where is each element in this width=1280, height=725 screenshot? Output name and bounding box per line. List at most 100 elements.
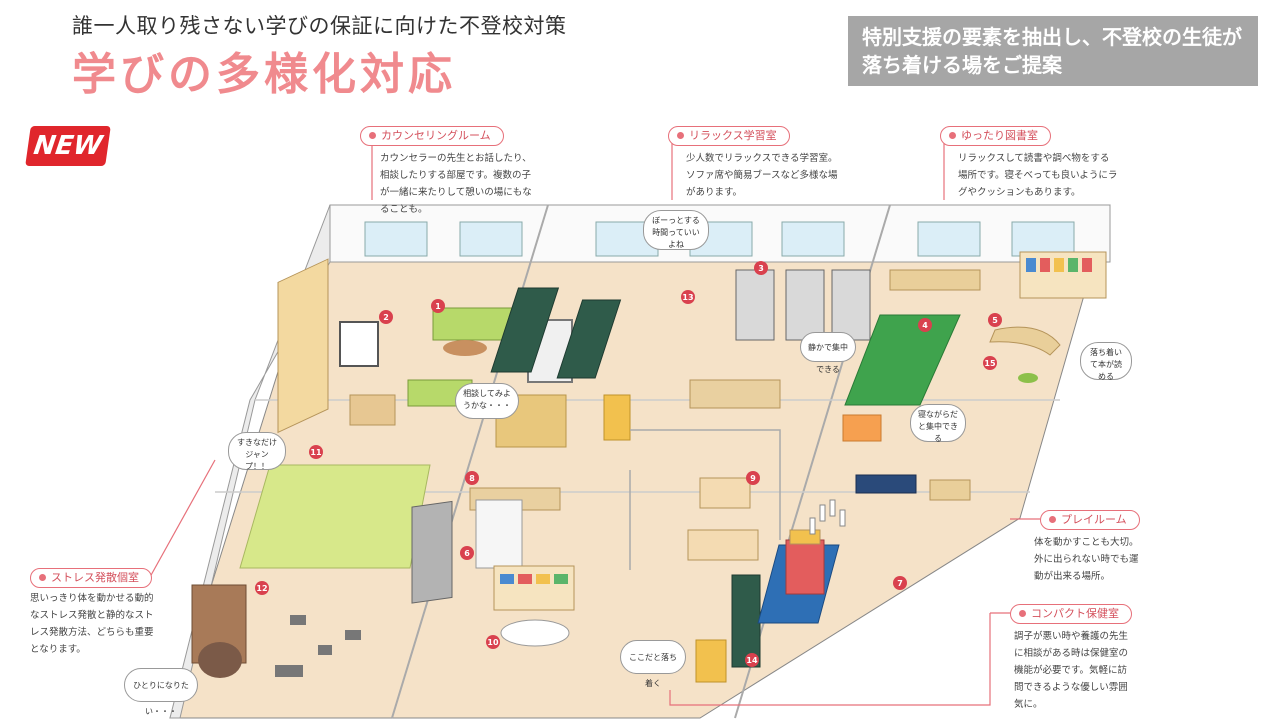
marker-5: 5 [988,313,1002,327]
curved-table [989,326,1061,356]
marker-7: 7 [893,576,907,590]
marker-circle [988,313,1002,327]
marker-number: 10 [487,638,499,647]
marker-14: 14 [745,653,759,667]
marker-circle [379,310,393,324]
bubble-consult: 相談してみようかな・・・ [455,383,519,419]
bed-1 [699,477,751,509]
trampoline-mat [239,464,431,569]
desc-stress-room: 思いっきり体を動かせる動的なストレス発散と静的なストレス発散方法、どちらも重要と… [30,593,154,655]
shelf-books [1026,258,1092,272]
dark-sofa-1 [490,287,560,373]
desk-counseling [349,394,396,426]
marker-circle [918,318,932,332]
marker-number: 13 [682,293,693,302]
desc-play-room: 体を動かすことも大切。外に出られない時でも運動が出来る場所。 [1034,537,1139,582]
chalkboard [731,574,761,668]
bubble-alone: ひとりになりたい・・・ [124,668,198,716]
desc-relax-room: 少人数でリラックスできる学習室。ソファ席や簡易ブースなど多様な場があります。 [686,153,838,198]
marker-number: 12 [256,584,267,593]
library-table [889,269,981,291]
label-library-room: ゆったり図書室 [940,126,1051,146]
marker-4: 4 [918,318,932,332]
marker-15: 15 [983,356,997,370]
bookshelf-left [277,258,329,434]
marker-number: 14 [746,656,758,665]
marker-circle [255,581,269,595]
desc-counseling-room: カウンセラーの先生とお話したり、相談したりする部屋です。複数の子が一緒に来たりし… [380,153,532,215]
cabinet [411,500,453,604]
label-stress-room: ストレス発散個室 [30,568,152,588]
desc-health-room: 調子が悪い時や養護の先生に相談がある時は保健室の機能が必要です。気軽に訪問できる… [1014,631,1129,710]
marker-circle [460,546,474,560]
screen-curtain [475,499,523,569]
marker-number: 6 [464,549,470,558]
marker-number: 7 [897,579,903,588]
whiteboard [339,321,379,367]
sofa-green [432,307,514,341]
label-counseling-room: カウンセリングルーム [360,126,504,146]
mölkky-box [929,479,971,501]
marker-circle [309,445,323,459]
marker-9: 9 [746,471,760,485]
bubble-jump: すきなだけジャンプ！！ [228,432,286,471]
floor-cushion [842,414,882,442]
marker-number: 3 [758,264,764,273]
marker-3: 3 [754,261,768,275]
bed-curtain [629,429,781,570]
stool-green [1018,373,1038,383]
label-play-room: プレイルーム [1040,510,1140,530]
marker-circle [746,471,760,485]
marker-number: 15 [984,359,996,368]
marker-circle [465,471,479,485]
marker-1: 1 [431,299,445,313]
floor-tiles [275,615,361,677]
marker-number: 5 [992,316,998,325]
marker-number: 11 [310,448,322,457]
marker-circle [486,635,500,649]
marker-circle [745,653,759,667]
marker-number: 9 [750,474,756,483]
marker-circle [893,576,907,590]
bubble-relax: ぼーっとする時間っていいよね [643,210,709,250]
windows [364,221,1075,257]
marker-10: 10 [486,635,500,649]
bubble-calm: ここだと落ち着く [620,640,686,688]
toy-rack [785,539,825,595]
marker-8: 8 [465,471,479,485]
dark-sofa-2 [556,299,622,379]
marker-13: 13 [681,290,695,304]
label-health-room: コンパクト保健室 [1010,604,1132,624]
study-booths [735,269,871,341]
bowling-pins [809,499,846,535]
marker-circle [983,356,997,370]
bubble-lying-down: 寝ながらだと集中できる [910,404,966,443]
marker-number: 2 [383,313,389,322]
round-table-health [500,619,570,647]
sitting-chair [695,639,727,683]
proposal-box: 特別支援の要素を抽出し、不登校の生徒が落ち着ける場をご提案 [848,16,1258,86]
marker-circle [681,290,695,304]
chair-yellow [603,394,631,441]
marker-number: 4 [922,321,928,330]
round-table [443,340,487,356]
desc-library-room: リラックスして読書や調べ物をする場所です。寝そべっても良いようにラグやクッション… [958,153,1118,198]
marker-12: 12 [255,581,269,595]
toy-bins [500,574,568,584]
score-board [855,474,917,494]
bed-2 [687,529,759,561]
study-desk [689,379,781,409]
marker-circle [431,299,445,313]
toy-shelf [493,565,575,611]
callout-lines [149,138,1040,706]
bubble-reading: 落ち着いて本が読める [1080,342,1132,381]
page-subtitle: 誰一人取り残さない学びの保証に向けた不登校対策 [72,14,567,38]
marker-2: 2 [379,310,393,324]
marker-number: 8 [469,474,475,483]
label-relax-room: リラックス学習室 [668,126,790,146]
bubble-focus: 静かで集中できる [800,332,856,374]
marker-11: 11 [309,445,323,459]
marker-6: 6 [460,546,474,560]
